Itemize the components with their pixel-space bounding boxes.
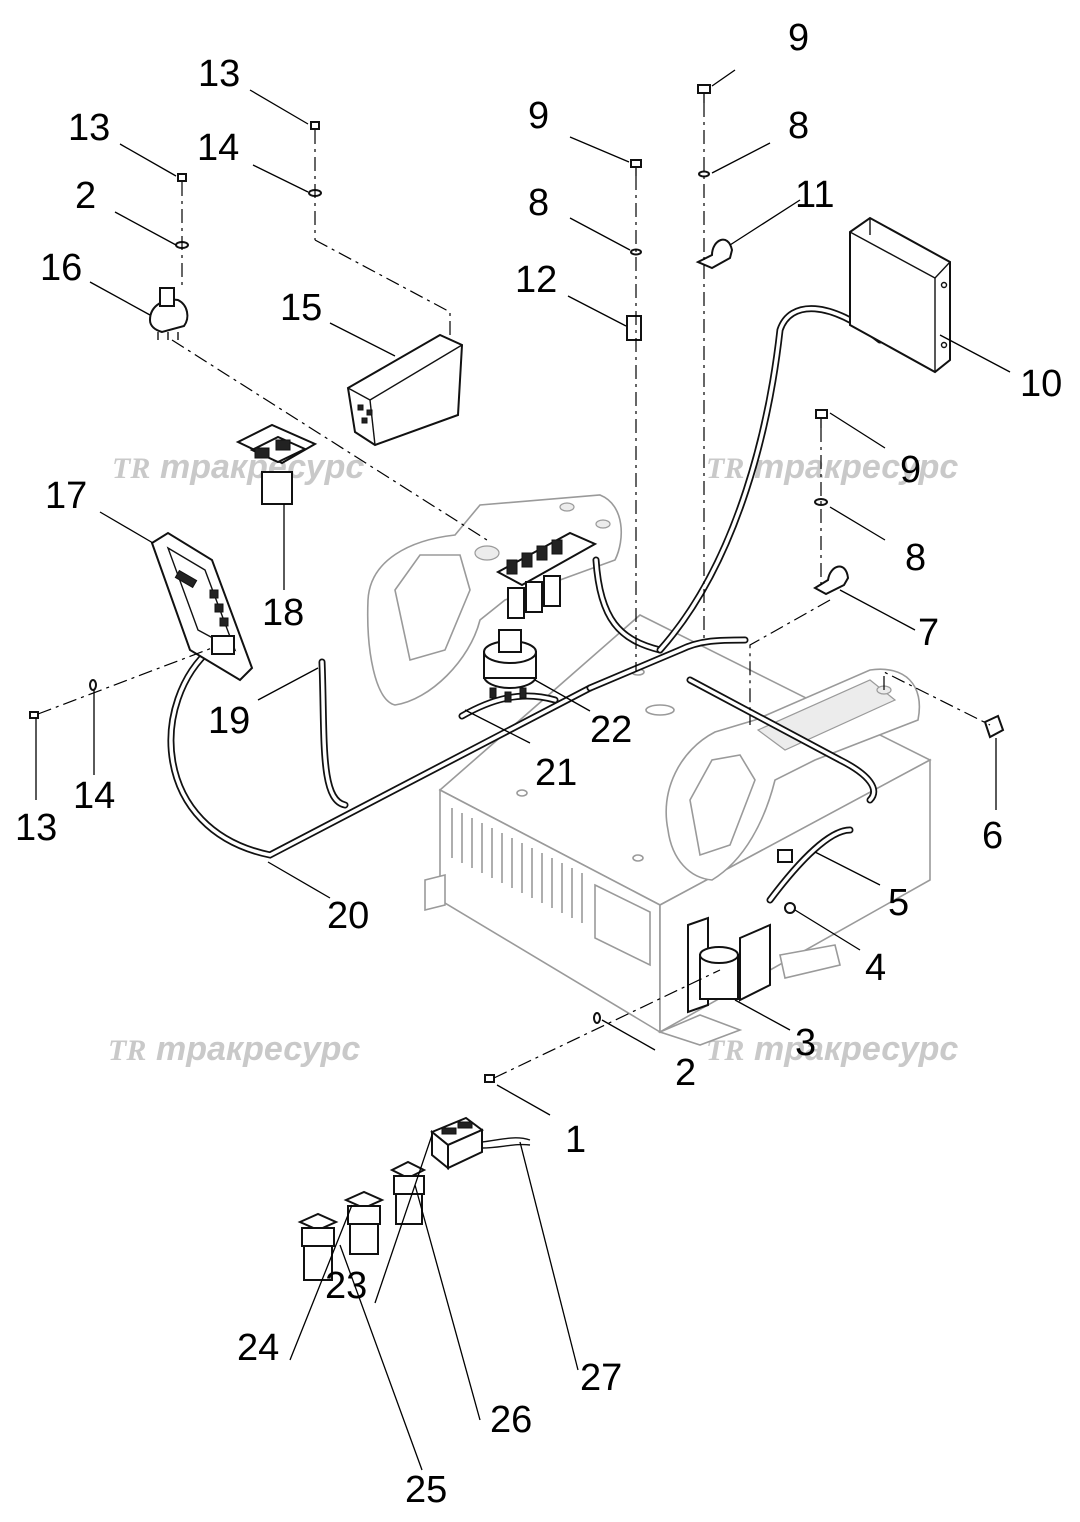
- callout-12: 12: [515, 259, 557, 301]
- part-4-screw: [784, 902, 796, 914]
- callout-23: 23: [325, 1265, 367, 1307]
- callout-20: 20: [327, 895, 369, 937]
- callout-13: 13: [198, 53, 240, 95]
- callout-10: 10: [1020, 363, 1062, 405]
- callout-7: 7: [918, 612, 939, 654]
- watermark-text: тракресурс: [156, 1030, 360, 1068]
- callout-labels: 1 2 2 3 4 5 6 7 8 8 8 9 9 9 10 11 12 13 …: [15, 17, 1062, 1511]
- watermark-logo: TR: [112, 452, 150, 485]
- callout-21: 21: [535, 752, 577, 794]
- leader-lines: [35, 69, 1011, 1471]
- callout-22: 22: [590, 709, 632, 751]
- callout-14: 14: [197, 127, 239, 169]
- part-18-switch-block: [235, 423, 318, 505]
- part-9-bolt: [815, 409, 828, 428]
- part-9-bolt: [630, 159, 642, 176]
- part-12-spacer: [626, 315, 642, 341]
- callout-9: 9: [900, 449, 921, 491]
- callout-5: 5: [888, 882, 909, 924]
- watermark-text: тракресурс: [754, 448, 958, 486]
- callout-6: 6: [982, 815, 1003, 857]
- callout-2: 2: [75, 175, 96, 217]
- callout-15: 15: [280, 287, 322, 329]
- callout-3: 3: [795, 1022, 816, 1064]
- watermark-top-right: TR тракресурс: [706, 448, 958, 486]
- screw: [29, 121, 495, 1083]
- part-7-cable-clamp: [813, 565, 850, 596]
- part-10-controller-box: [849, 216, 951, 374]
- callout-24: 24: [237, 1327, 279, 1369]
- vent-grille: [451, 808, 583, 923]
- callout-17: 17: [45, 475, 87, 517]
- callout-1: 1: [565, 1119, 586, 1161]
- watermark-text: тракресурс: [754, 1030, 958, 1068]
- callout-14: 14: [73, 775, 115, 817]
- part-27-wire-lead: [481, 1137, 531, 1149]
- callout-13: 13: [15, 807, 57, 849]
- part-25-switch: [297, 1212, 339, 1281]
- callout-4: 4: [865, 947, 886, 989]
- watermark-logo: TR: [108, 1034, 146, 1067]
- part-23-double-switch: [430, 1116, 484, 1171]
- callout-25: 25: [405, 1469, 447, 1511]
- watermark-bottom-right: TR тракресурс: [706, 1030, 958, 1068]
- callout-8: 8: [905, 537, 926, 579]
- callout-8: 8: [788, 105, 809, 147]
- callout-8: 8: [528, 182, 549, 224]
- callout-19: 19: [208, 700, 250, 742]
- part-22-ignition-switch: [483, 629, 537, 703]
- callout-2: 2: [675, 1052, 696, 1094]
- callout-9: 9: [528, 95, 549, 137]
- part-16-small-relay: [148, 287, 189, 340]
- callout-26: 26: [490, 1399, 532, 1441]
- watermark-bottom-left: TR тракресурс: [108, 1030, 360, 1068]
- callout-11: 11: [795, 174, 834, 216]
- part-9-bolt: [697, 84, 711, 103]
- assembly-lines: [37, 103, 991, 1079]
- callout-27: 27: [580, 1357, 622, 1399]
- watermark-top-left: TR тракресурс: [112, 448, 364, 486]
- part-5-connector: [777, 849, 793, 863]
- watermark-logo: TR: [706, 452, 744, 485]
- callout-13: 13: [68, 107, 110, 149]
- callout-16: 16: [40, 247, 82, 289]
- part-17-display-monitor: [150, 531, 254, 682]
- part-24-switch: [343, 1190, 385, 1255]
- callout-9: 9: [788, 17, 809, 59]
- part-6-clip: [983, 714, 1005, 739]
- console-switch-panel: [495, 531, 598, 619]
- part-15-relay-box: [346, 333, 464, 447]
- part-11-cable-clamp: [695, 238, 734, 270]
- callout-18: 18: [262, 592, 304, 634]
